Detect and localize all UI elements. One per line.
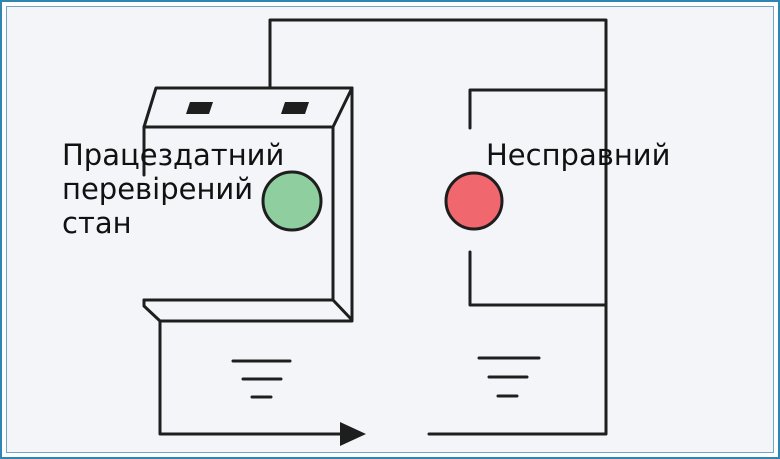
device-box-top [142, 86, 354, 129]
device-box-bottom [142, 298, 354, 323]
fault-indicator-lamp [444, 171, 504, 231]
faulty-state-label: Несправний [486, 138, 671, 172]
working-state-label-line-3: стан [62, 206, 132, 240]
fault-bracket-bottom [468, 250, 608, 307]
diagram-canvas [6, 6, 774, 453]
current-arrow-head [340, 422, 366, 446]
device-vent-left [186, 102, 213, 114]
bottom-wire-left [158, 319, 347, 436]
working-state-label: Працездатний перевірений стан [62, 138, 284, 240]
bottom-wire-right [427, 303, 608, 436]
device-vent-right [281, 102, 309, 114]
ground-symbol-right [477, 356, 541, 398]
ok-indicator-lamp [261, 170, 323, 232]
device-box-front [142, 125, 335, 302]
top-wire [268, 18, 608, 307]
ground-symbol-left [231, 359, 292, 399]
working-state-label-line-1: Працездатний [62, 138, 285, 172]
working-state-label-line-2: перевірений [62, 172, 254, 206]
fault-bracket-top [468, 88, 608, 130]
